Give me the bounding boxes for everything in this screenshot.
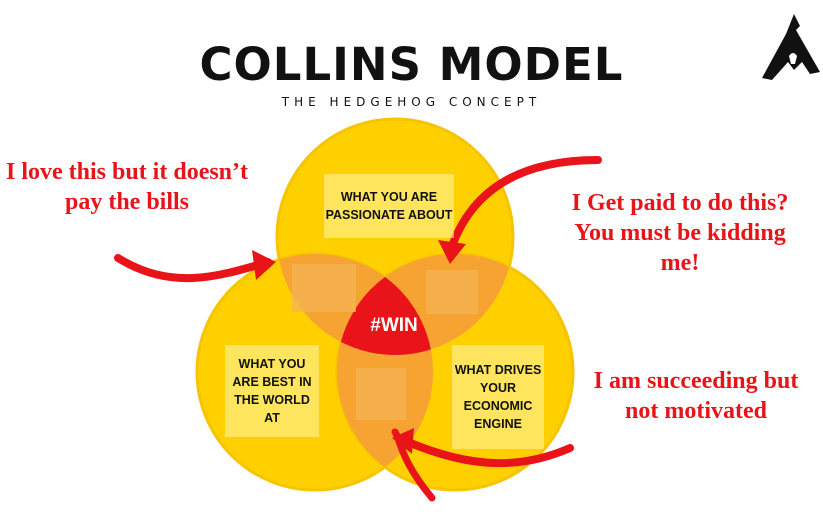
- page-subtitle: THE HEDGEHOG CONCEPT: [281, 95, 542, 109]
- arrow-top-right: [446, 156, 602, 256]
- callout-bottom-right: I am succeeding but not motivated: [593, 368, 799, 424]
- callout-top-left: I love this but it doesn’t pay the bills: [5, 159, 249, 215]
- center-win-region: [337, 254, 433, 355]
- overlap-box-right: [426, 270, 478, 314]
- label-passionate: WHAT YOU ARE PASSIONATE ABOUT: [324, 174, 454, 238]
- arrow-top-left: [114, 254, 272, 283]
- center-win-label: #WIN: [370, 315, 418, 336]
- mountain-logo-icon: [762, 14, 820, 80]
- arrow-bottom: [391, 428, 436, 502]
- overlap-box-left: [292, 264, 356, 312]
- overlap-box-bottom: [356, 368, 406, 420]
- page-title: COLLINS MODEL: [199, 38, 624, 91]
- label-best-in-world: WHAT YOU ARE BEST IN THE WORLD AT: [225, 345, 319, 437]
- label-economic-engine: WHAT DRIVES YOUR ECONOMIC ENGINE: [452, 345, 544, 449]
- arrow-bottom-right: [404, 438, 574, 468]
- callout-top-right: I Get paid to do this? You must be kiddi…: [571, 190, 789, 276]
